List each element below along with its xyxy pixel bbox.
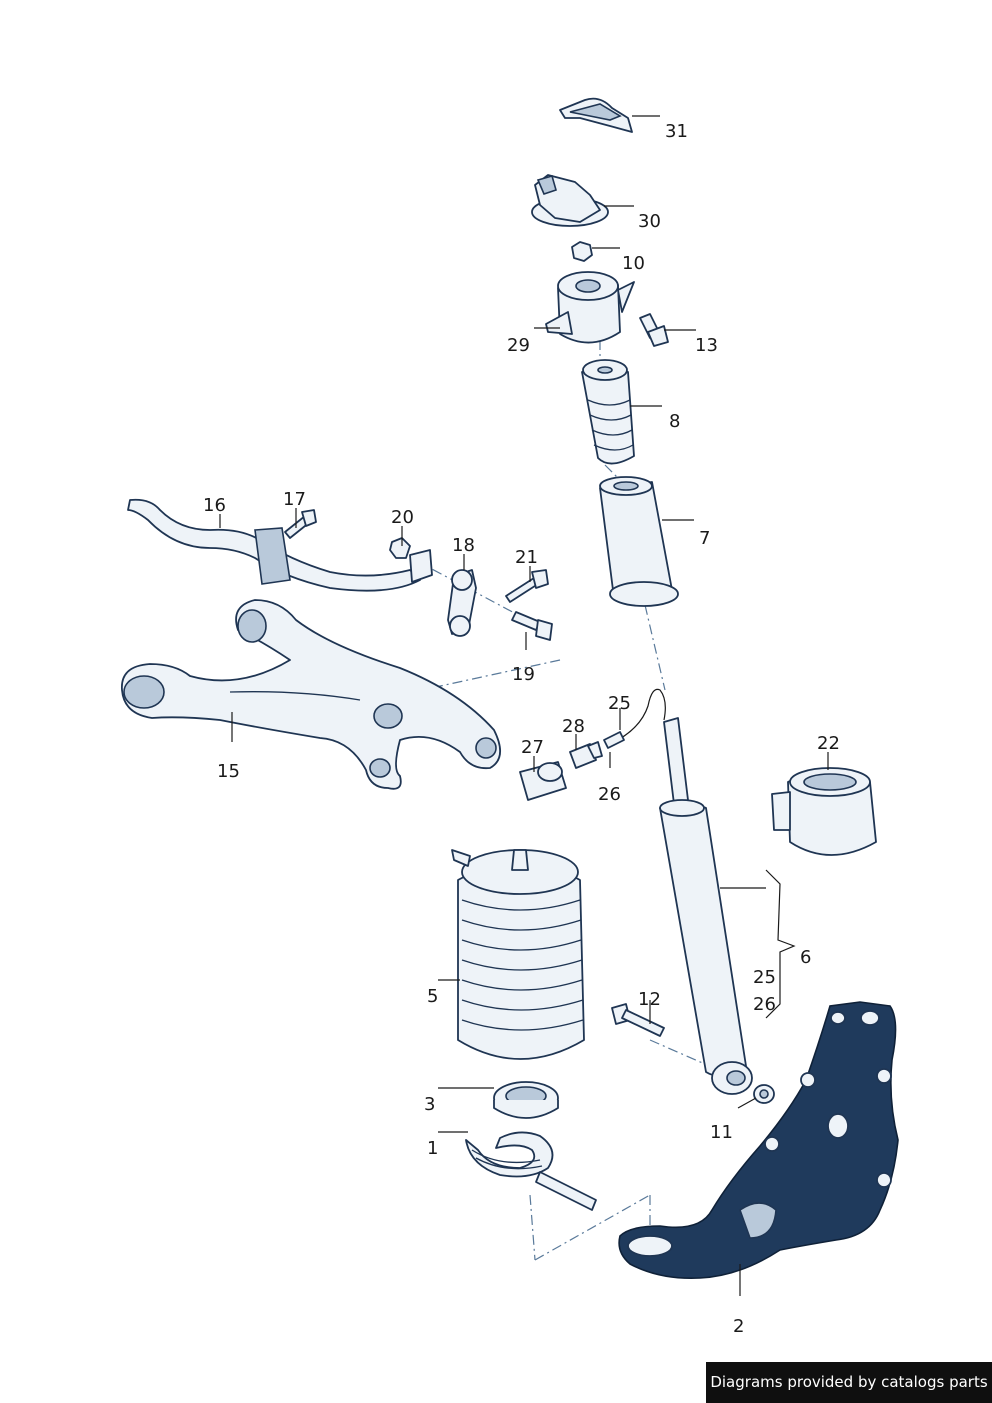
part-1-spring-plate (465, 1131, 597, 1211)
callout-22: 22 (817, 733, 840, 754)
part-25-sensor-line (603, 688, 666, 749)
callout-8: 8 (669, 411, 680, 432)
callout-18: 18 (452, 535, 475, 556)
callout-5: 5 (427, 986, 438, 1007)
callout-25-group: 25 (753, 967, 776, 988)
callout-17: 17 (283, 489, 306, 510)
part-28-valve (569, 741, 603, 769)
callout-2: 2 (733, 1316, 744, 1337)
callout-15: 15 (217, 761, 240, 782)
credit-banner: Diagrams provided by catalogs parts (706, 1362, 992, 1403)
part-30-mount-cup (531, 174, 609, 227)
part-15-control-arm (121, 599, 501, 790)
callout-13: 13 (695, 335, 718, 356)
part-21-bolt (505, 569, 549, 603)
callout-19: 19 (512, 664, 535, 685)
callout-30: 30 (638, 211, 661, 232)
part-2-wheel-bearing-housing (618, 1001, 899, 1280)
part-19-bolt (511, 611, 553, 641)
callout-21: 21 (515, 547, 538, 568)
part-3-spring-seat (493, 1081, 559, 1119)
callout-25-sensor: 25 (608, 693, 631, 714)
part-13-bolt (639, 313, 669, 347)
part-12-bolt (611, 1003, 665, 1037)
part-18-coupling-rod (447, 569, 477, 637)
part-29-upper-mount (545, 271, 635, 344)
callout-20: 20 (391, 507, 414, 528)
callout-labels: 31 30 10 13 29 8 7 16 17 20 18 21 19 15 … (203, 121, 840, 1337)
callout-7: 7 (699, 528, 710, 549)
leader-lines (219, 115, 829, 1296)
callout-27: 27 (521, 737, 544, 758)
part-8-bump-stop (581, 359, 635, 465)
part-27-bushing (519, 761, 567, 801)
part-20-nut (389, 537, 411, 559)
callout-6: 6 (800, 947, 811, 968)
part-31-upper-cover (559, 97, 633, 133)
part-17-bolt (284, 509, 317, 539)
callout-28: 28 (562, 716, 585, 737)
callout-26-group: 26 (753, 994, 776, 1015)
callout-10: 10 (622, 253, 645, 274)
part-10-nut (571, 241, 593, 262)
callout-26-sensor: 26 (598, 784, 621, 805)
callout-31: 31 (665, 121, 688, 142)
part-5-air-spring (451, 849, 585, 1060)
callout-12: 12 (638, 989, 661, 1010)
part-6-shock-absorber (659, 717, 753, 1095)
callout-16: 16 (203, 495, 226, 516)
callout-3: 3 (424, 1094, 435, 1115)
part-22-shock-mount (771, 767, 877, 856)
callout-11: 11 (710, 1122, 733, 1143)
part-7-protective-tube (599, 476, 679, 607)
callout-1: 1 (427, 1138, 438, 1159)
callout-29: 29 (507, 335, 530, 356)
part-16-stabilizer-bar (127, 498, 433, 592)
part-11-washer (753, 1084, 775, 1104)
